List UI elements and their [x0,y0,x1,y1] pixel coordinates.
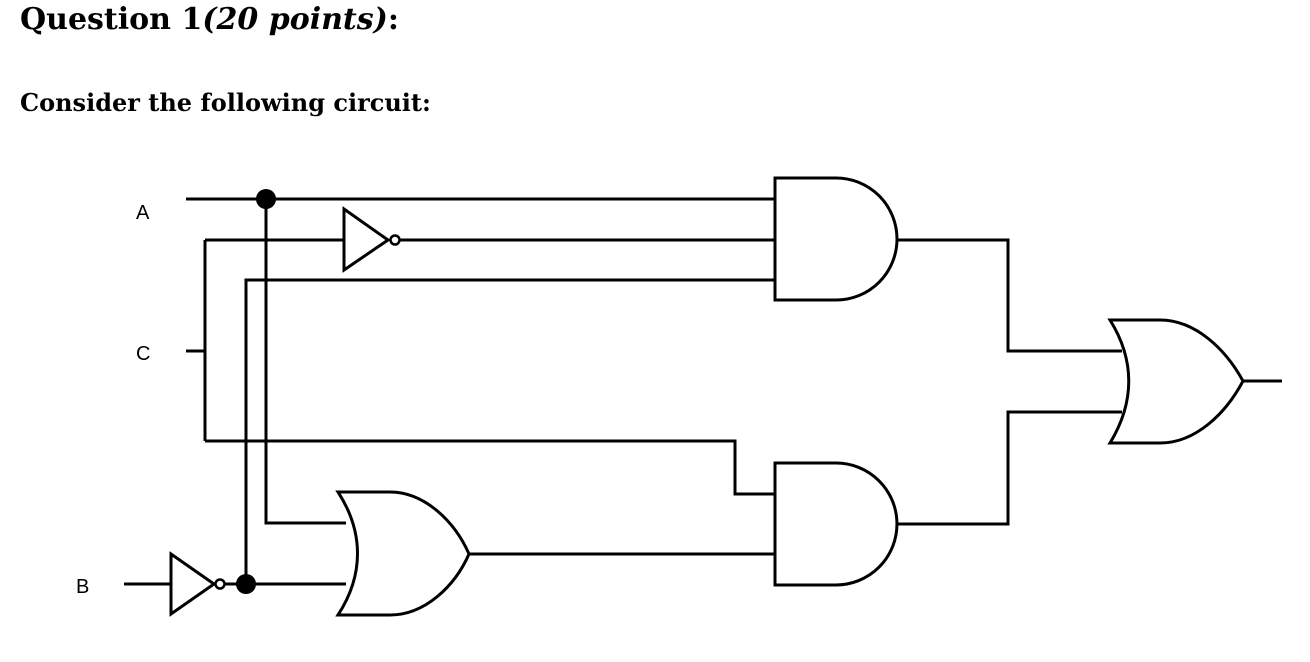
or-gate-output [1107,318,1245,445]
junction-dot-a [256,189,276,209]
wire-notb-to-and-top [244,278,775,584]
not-gate-b [169,551,226,617]
or-gate-left [335,490,471,617]
junction-dot-b [236,574,256,594]
wire-a-to-or-left [264,199,346,525]
inverter-bubble-b [214,578,226,590]
input-label-a: A [136,202,150,224]
wire-and-bottom-to-or-output [897,410,1122,526]
wire-and-top-to-or-output [897,238,1122,353]
inverter-bubble-top [389,234,401,246]
question-points: (20 points) [202,2,388,37]
question-title: Question 1(20 points): [20,2,399,37]
input-label-b: B [76,576,89,598]
and-gate-bottom [773,461,899,587]
not-gate-top [342,206,401,273]
input-label-c: C [136,343,150,365]
question-title-text: Question 1 [20,2,203,37]
question-title-colon: : [387,2,399,37]
wire-c-to-and-bottom [205,439,775,496]
and-gate-top [773,176,899,302]
question-prompt: Consider the following circuit: [20,88,431,117]
